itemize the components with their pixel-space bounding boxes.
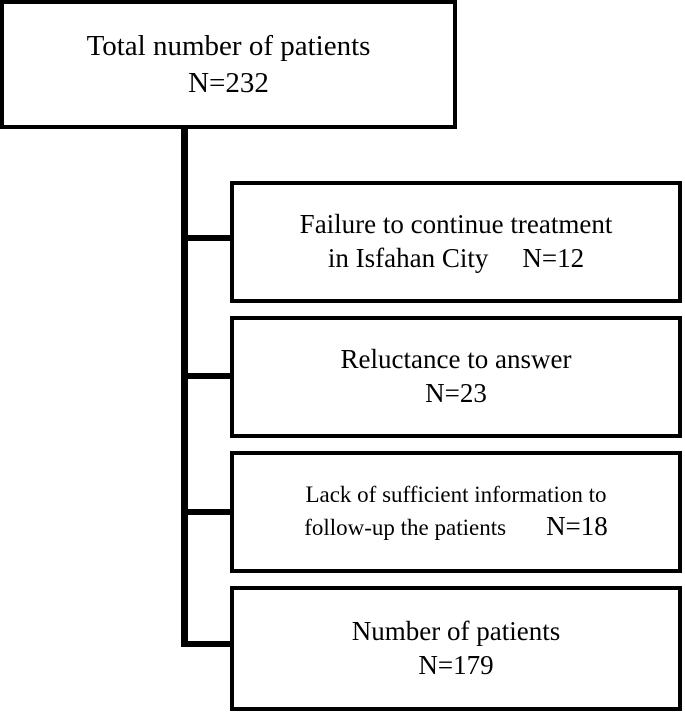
total-patients-box: Total number of patients N=232: [0, 0, 457, 129]
branch-connector-reluctance: [181, 373, 232, 379]
reluctance-count: N=23: [425, 378, 487, 408]
total-patients-label: Total number of patients: [86, 30, 371, 63]
branch-connector-lack-info: [181, 509, 232, 515]
failure-to-continue-box: Failure to continue treatment in Isfahan…: [230, 181, 682, 303]
lack-of-information-line2: follow-up the patients N=18: [304, 510, 608, 544]
reluctance-box: Reluctance to answer N=23: [230, 316, 682, 438]
final-patients-count: N=179: [418, 649, 494, 680]
failure-to-continue-line2: in Isfahan City N=12: [328, 242, 584, 276]
lack-of-information-label: Lack of sufficient information to: [305, 481, 607, 507]
branch-connector-final: [181, 641, 232, 647]
failure-to-continue-label: Failure to continue treatment: [299, 209, 613, 240]
total-patients-count: N=232: [188, 66, 269, 99]
lack-of-information-box: Lack of sufficient information to follow…: [230, 451, 682, 573]
reluctance-label: Reluctance to answer: [340, 344, 572, 375]
failure-to-continue-label-line2: in Isfahan City: [327, 243, 489, 273]
failure-to-continue-count: N=12: [522, 243, 585, 273]
lack-of-information-count: N=18: [546, 510, 608, 541]
trunk-connector: [181, 127, 188, 647]
branch-connector-failure: [181, 235, 232, 241]
final-patients-box: Number of patients N=179: [230, 586, 682, 711]
lack-of-information-label-line2: follow-up the patients: [304, 514, 507, 540]
final-patients-label: Number of patients: [351, 615, 561, 646]
